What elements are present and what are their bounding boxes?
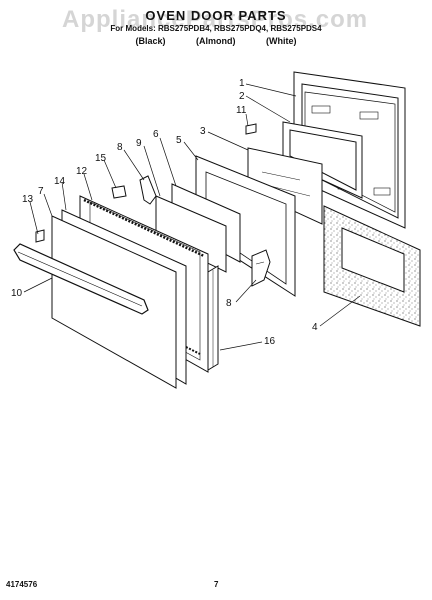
watermark: AppliancePartsPros.com: [62, 6, 369, 33]
part-glass-panel: [247, 147, 323, 225]
document-number: 4174576: [6, 580, 38, 589]
callout-label: 14: [54, 176, 66, 187]
part-clip: [245, 123, 257, 135]
part-glass-9: [155, 195, 227, 273]
callout-label: 12: [76, 166, 88, 177]
part-hinge-lower: [251, 249, 271, 287]
callout-label: 3: [200, 126, 206, 137]
part-insulation: [323, 205, 421, 327]
part-side-trim: [207, 265, 219, 371]
callout-label: 9: [136, 138, 142, 149]
callout-label: 8: [226, 298, 232, 309]
model-line: For Models: RBS275PDB4, RBS275PDQ4, RBS2…: [110, 24, 322, 33]
callout-label: 13: [22, 194, 34, 205]
callout-label: 15: [95, 153, 107, 164]
leader-lines: [23, 83, 361, 351]
part-door-handle: [13, 243, 149, 315]
callout-label: 2: [239, 91, 245, 102]
part-hinge-upper: [139, 175, 157, 205]
callout-label: 8: [117, 142, 123, 153]
color-black: (Black): [135, 36, 166, 46]
callout-label: 16: [264, 336, 276, 347]
callout-label: 7: [38, 186, 44, 197]
callout-label: 1: [239, 78, 245, 89]
page-title: OVEN DOOR PARTS: [145, 8, 287, 23]
part-bracket-15: [111, 185, 127, 199]
callout-label: 10: [11, 288, 23, 299]
callout-label: 6: [153, 129, 159, 140]
callout-label: 11: [236, 105, 247, 116]
page-number: 7: [214, 580, 219, 589]
color-almond: (Almond): [196, 36, 236, 46]
part-door-liner: [282, 121, 363, 199]
callout-label: 4: [312, 322, 318, 333]
callout-labels: 1 2 11 3 6 8 9 5 15 12 7 14 13 10 8 4 16: [11, 78, 318, 347]
color-variants: (Black) (Almond) (White): [0, 36, 432, 46]
color-white: (White): [266, 36, 297, 46]
callout-label: 5: [176, 135, 182, 146]
